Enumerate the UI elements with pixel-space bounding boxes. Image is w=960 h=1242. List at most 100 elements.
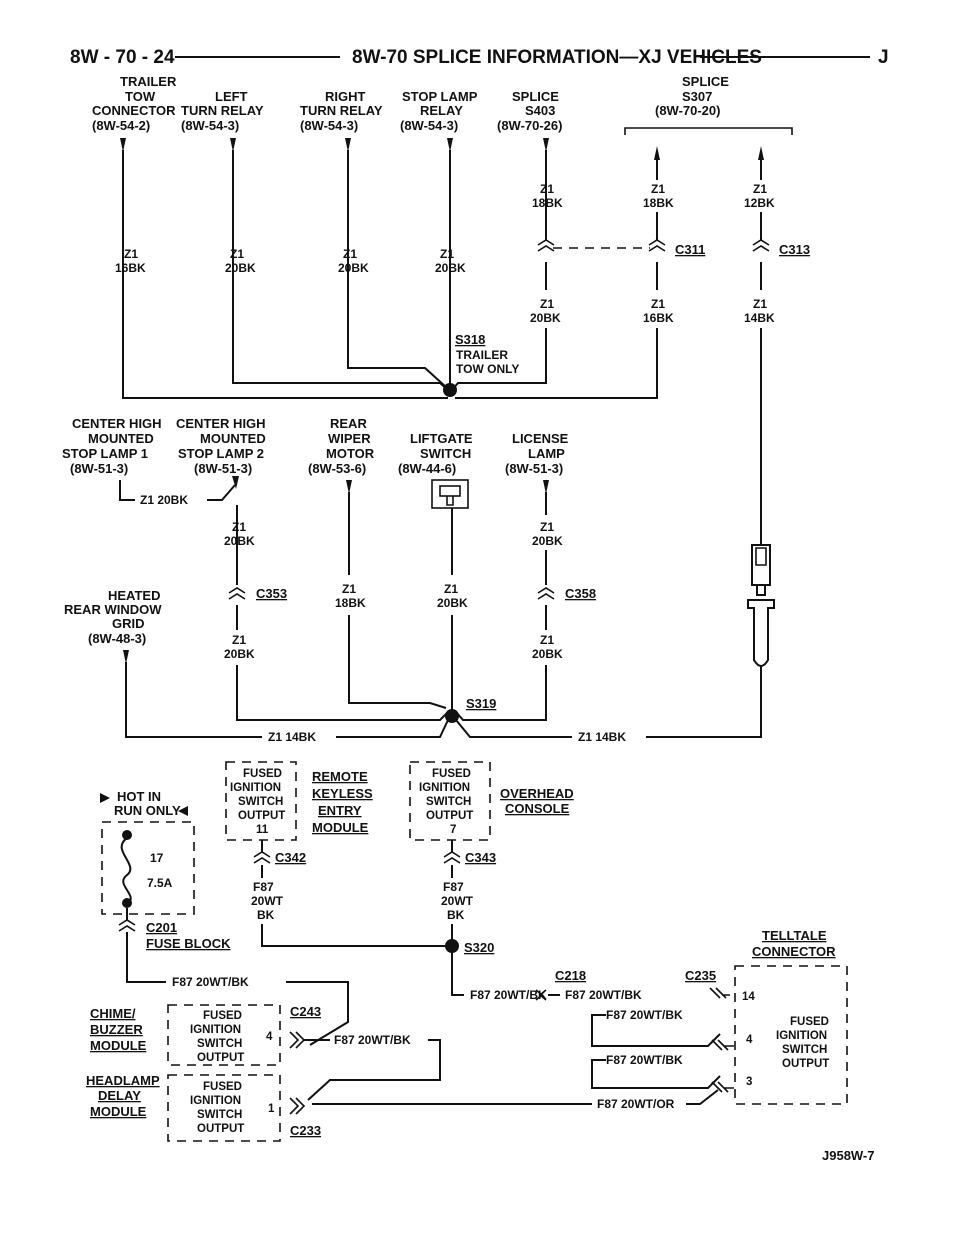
- svg-text:CENTER HIGH: CENTER HIGH: [72, 416, 162, 431]
- svg-text:OUTPUT: OUTPUT: [782, 1058, 829, 1070]
- connector-c342: C342: [275, 850, 306, 865]
- splice-s319-dot: [445, 709, 459, 723]
- svg-text:STOP LAMP 1: STOP LAMP 1: [62, 446, 148, 461]
- liftgate-switch-icon: [431, 479, 469, 509]
- liftgate-switch-window: [439, 485, 461, 497]
- connector-c235: C235: [685, 968, 716, 983]
- connector-symbol-c218: [535, 989, 547, 1001]
- svg-text:DELAY: DELAY: [98, 1088, 141, 1103]
- run-only-label: RUN ONLY: [114, 803, 181, 818]
- svg-text:CONNECTOR: CONNECTOR: [752, 944, 836, 959]
- svg-text:REAR: REAR: [330, 416, 367, 431]
- svg-text:12BK: 12BK: [744, 196, 775, 210]
- chime-box-outline: [167, 1004, 281, 1066]
- svg-text:18BK: 18BK: [643, 196, 674, 210]
- svg-text:BUZZER: BUZZER: [90, 1022, 143, 1037]
- svg-text:IGNITION: IGNITION: [776, 1030, 827, 1042]
- fuse-element: [120, 837, 132, 906]
- hot-arrow-left: [100, 793, 110, 803]
- splice-s320-dot: [445, 939, 459, 953]
- svg-text:Z1: Z1: [540, 633, 554, 647]
- wire-c342-to-s320: [261, 865, 446, 947]
- top-wire-labels: Z1 16BK Z1 20BK Z1 20BK Z1 20BK Z1 18BK …: [115, 182, 775, 325]
- overhead-console-label: OVERHEAD CONSOLE: [500, 786, 574, 816]
- svg-text:(8W-54-2): (8W-54-2): [92, 118, 150, 133]
- svg-text:Z1: Z1: [124, 247, 138, 261]
- svg-text:(8W-70-26): (8W-70-26): [497, 118, 562, 133]
- svg-text:LEFT: LEFT: [215, 89, 248, 104]
- connector-chevron-c343: [443, 851, 461, 864]
- headlamp-box-outline: [167, 1074, 281, 1142]
- splice-s319: S319: [466, 696, 496, 711]
- svg-text:SWITCH: SWITCH: [782, 1044, 827, 1056]
- headlamp-pin-1: 1: [268, 1103, 275, 1115]
- chmsl-2-wire: [207, 484, 236, 501]
- connector-symbol-c235-4: [711, 1039, 734, 1051]
- svg-text:(8W-48-3): (8W-48-3): [88, 631, 146, 646]
- svg-text:OUTPUT: OUTPUT: [426, 810, 473, 822]
- liftgate-switch-plunger: [446, 496, 454, 506]
- connector-symbol-c233: [289, 1097, 306, 1115]
- svg-text:CENTER HIGH: CENTER HIGH: [176, 416, 266, 431]
- liftgate-switch-label: LIFTGATE SWITCH (8W-44-6): [398, 431, 473, 476]
- wire-label-f87-right: F87 20WT BK: [441, 880, 474, 922]
- headlamp-delay-module-label: HEADLAMP DELAY MODULE: [86, 1073, 160, 1119]
- telltale-fused-box: 14 4 3 FUSED IGNITION SWITCH OUTPUT: [734, 965, 848, 1105]
- svg-text:TRAILER: TRAILER: [120, 74, 177, 89]
- mid-wire-label-1: F87 20WT/BK: [606, 1008, 683, 1022]
- svg-text:20WT: 20WT: [251, 894, 284, 908]
- fuse-17: 17 7.5A: [101, 821, 195, 915]
- feed-to-c243: [286, 981, 349, 1046]
- svg-text:RIGHT: RIGHT: [325, 89, 366, 104]
- svg-text:GRID: GRID: [112, 616, 145, 631]
- svg-text:18BK: 18BK: [335, 596, 366, 610]
- splice-s320: S320: [464, 940, 494, 955]
- inline-connector-male: [751, 544, 771, 586]
- svg-text:FUSED: FUSED: [432, 768, 471, 780]
- chmsl-1-wire: [119, 480, 135, 501]
- arrow-license-lamp: [543, 480, 549, 494]
- middle-wires: [125, 492, 762, 738]
- page-number: 8W - 70 - 24: [70, 47, 175, 68]
- chime-pin-4: 4: [266, 1031, 273, 1043]
- svg-text:IGNITION: IGNITION: [190, 1095, 241, 1107]
- svg-text:MOUNTED: MOUNTED: [200, 431, 266, 446]
- connector-chevron-c342: [253, 851, 271, 864]
- wire-license-lower: [455, 665, 547, 721]
- svg-text:20BK: 20BK: [338, 261, 369, 275]
- trailer-tow-connector-label: TRAILER TOW CONNECTOR (8W-54-2): [92, 74, 177, 133]
- splice-s307-label: SPLICE S307 (8W-70-20): [655, 74, 729, 118]
- svg-text:(8W-70-20): (8W-70-20): [655, 103, 720, 118]
- svg-text:Z1: Z1: [651, 297, 665, 311]
- svg-text:Z1: Z1: [230, 247, 244, 261]
- svg-text:Z1 14BK: Z1 14BK: [578, 730, 626, 744]
- svg-text:(8W-54-3): (8W-54-3): [300, 118, 358, 133]
- svg-text:CHIME/: CHIME/: [90, 1006, 136, 1021]
- svg-text:CONNECTOR: CONNECTOR: [92, 103, 176, 118]
- svg-text:20BK: 20BK: [224, 647, 255, 661]
- splice-s318-dot: [443, 383, 457, 397]
- svg-text:SWITCH: SWITCH: [197, 1109, 242, 1121]
- feed-wire-label: F87 20WT/BK: [172, 975, 249, 989]
- page-title: 8W-70 SPLICE INFORMATION—XJ VEHICLES: [352, 47, 762, 68]
- wire-telltale-4-left: [591, 1014, 606, 1030]
- wire-rear-wiper-lower: [348, 615, 447, 709]
- svg-text:OVERHEAD: OVERHEAD: [500, 786, 574, 801]
- bottom-section: HOT IN RUN ONLY 17 7.5A C201 FUSE BLOCK …: [86, 761, 848, 1142]
- wire-or-to-telltale: [686, 1089, 719, 1105]
- svg-text:LAMP: LAMP: [528, 446, 565, 461]
- svg-text:REAR WINDOW: REAR WINDOW: [64, 602, 162, 617]
- svg-text:Z1: Z1: [440, 247, 454, 261]
- arrow-s307-right: [758, 146, 764, 160]
- svg-text:IGNITION: IGNITION: [230, 782, 281, 794]
- svg-text:MODULE: MODULE: [90, 1104, 147, 1119]
- svg-text:(8W-51-3): (8W-51-3): [194, 461, 252, 476]
- svg-text:LIFTGATE: LIFTGATE: [410, 431, 473, 446]
- right-turn-relay-label: RIGHT TURN RELAY (8W-54-3): [300, 89, 383, 133]
- arrow-heated-grid: [123, 650, 129, 664]
- svg-text:LICENSE: LICENSE: [512, 431, 569, 446]
- wire-s319-to-right: [455, 719, 572, 738]
- svg-text:Z1: Z1: [753, 297, 767, 311]
- component-arrows: [120, 138, 764, 160]
- connector-chevron-c358: [537, 587, 555, 600]
